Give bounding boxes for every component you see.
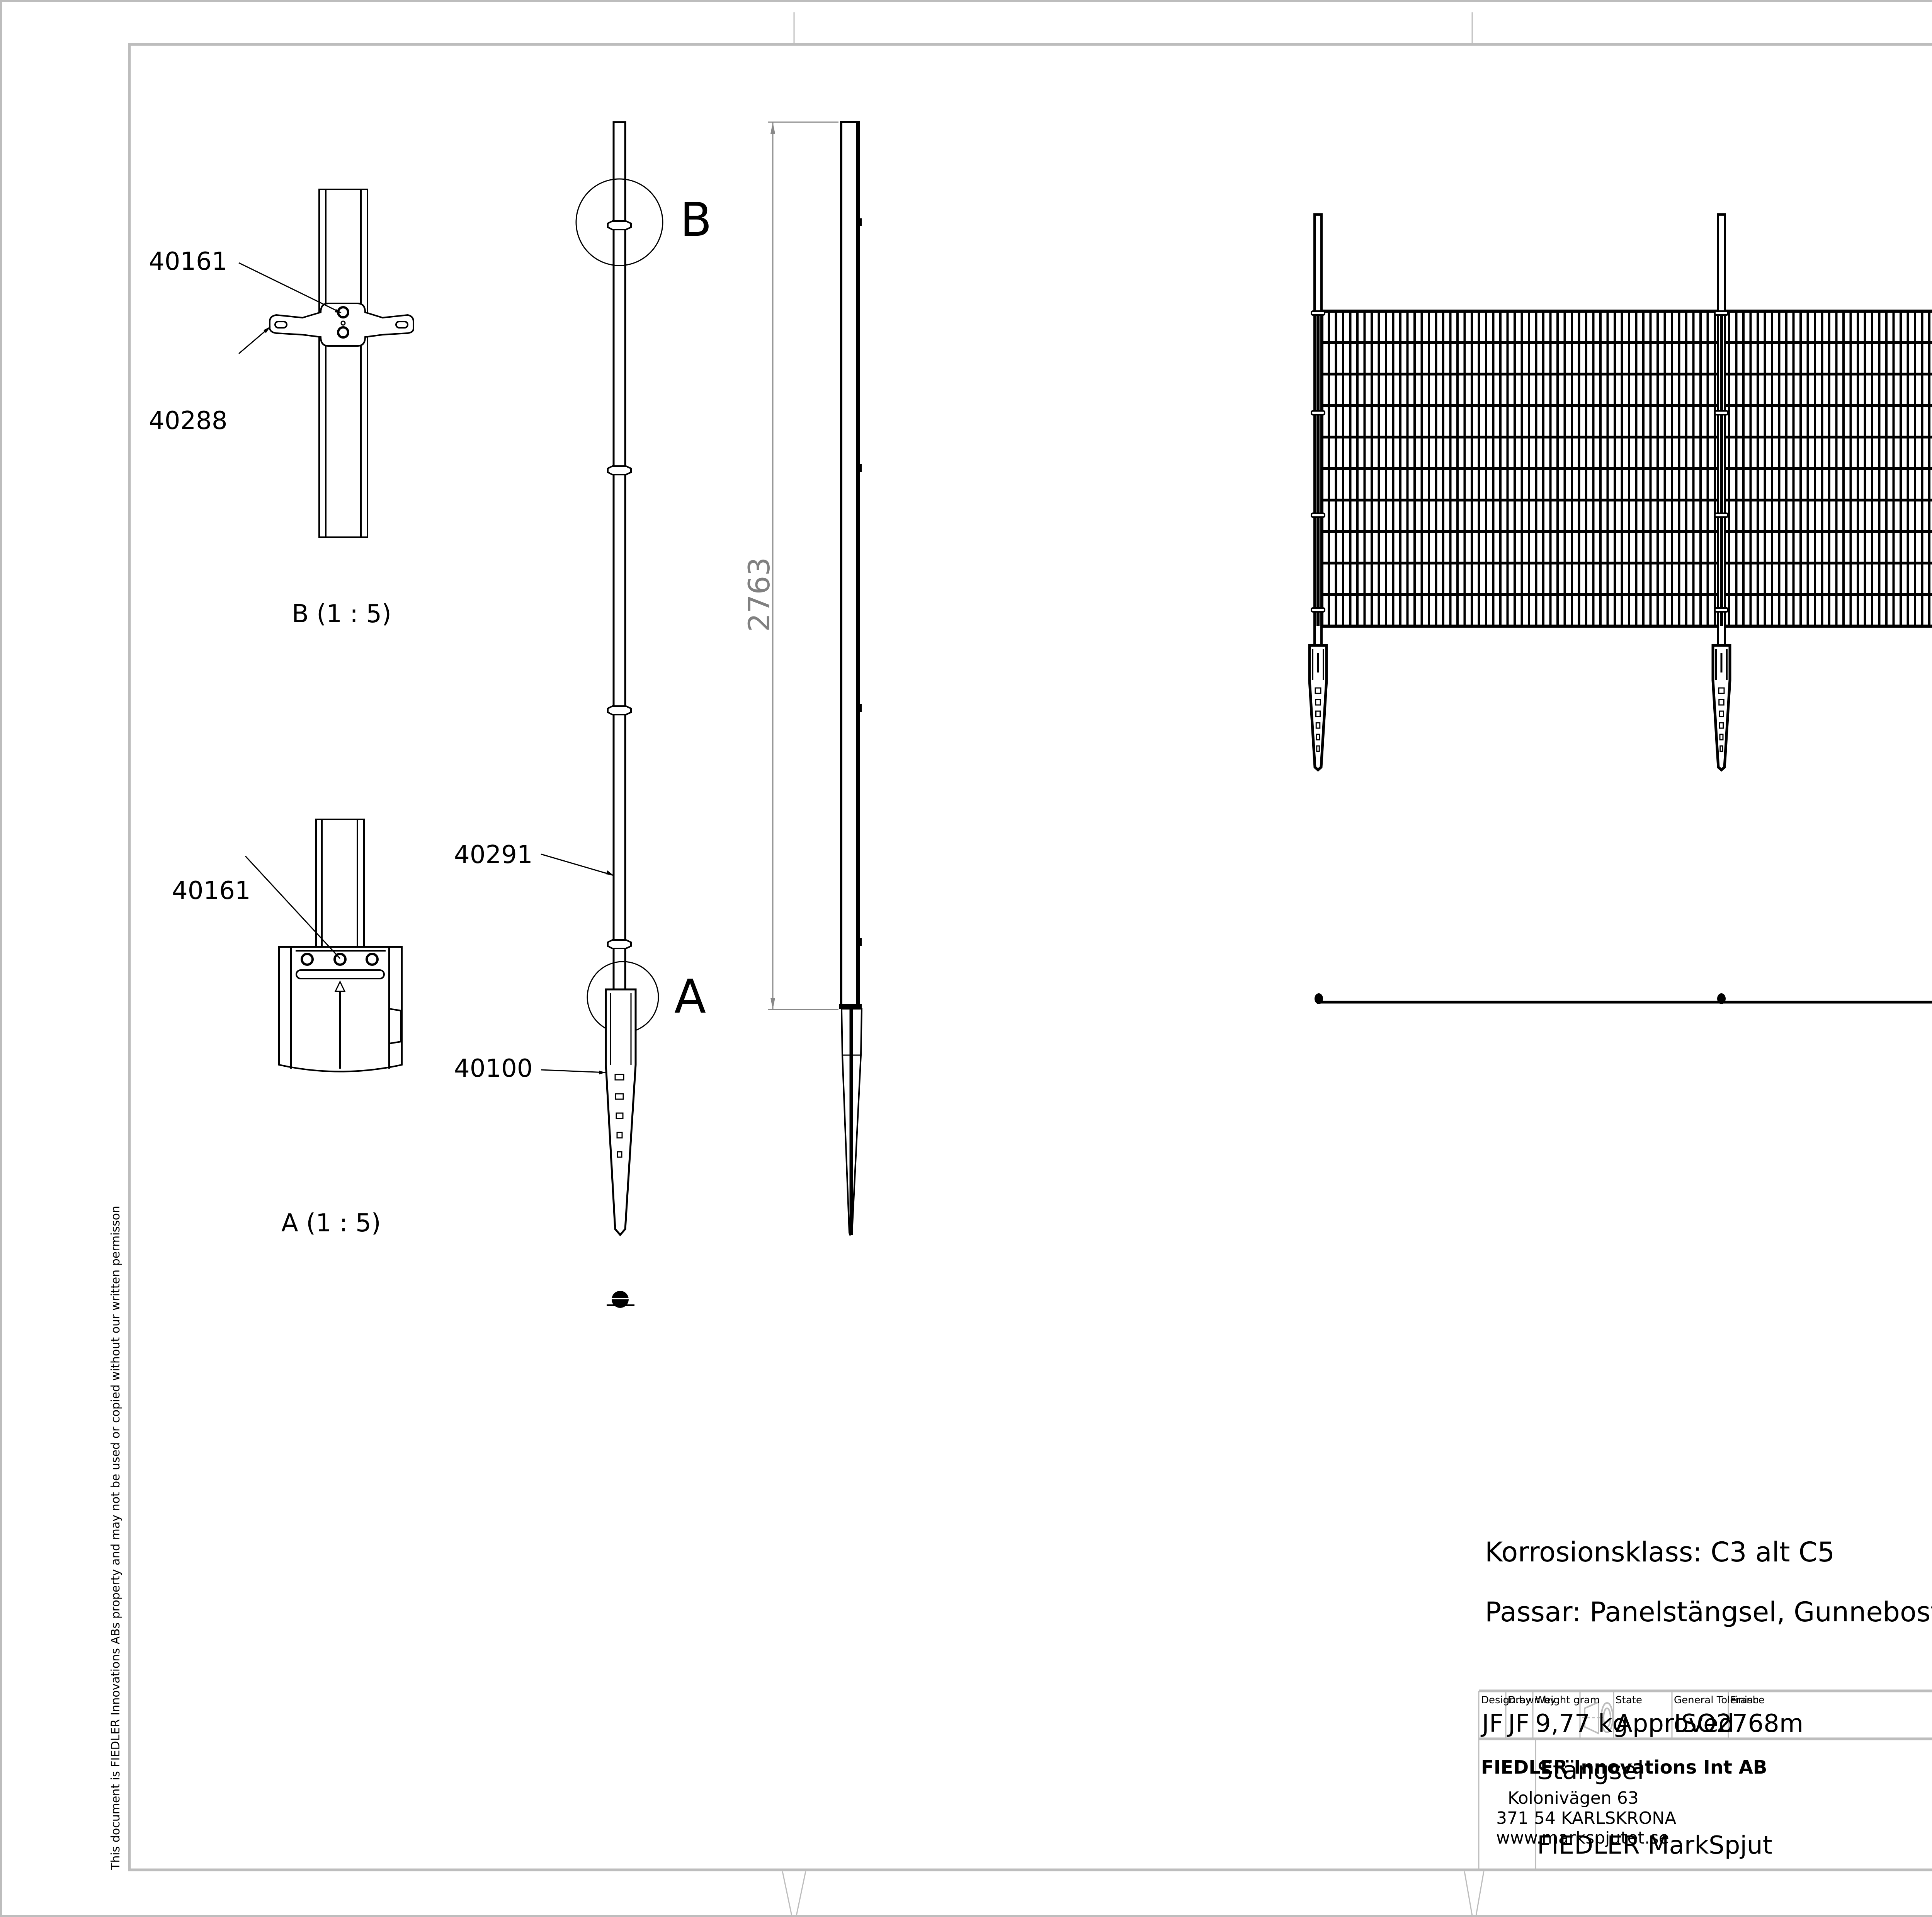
tolerance-label: General Tolerance (1674, 1694, 1765, 1706)
drawn-by-value: JF (1508, 1709, 1530, 1738)
note-corrosion-class: Korrosionsklass: C3 alt C5 (1485, 1536, 1835, 1568)
detail-b-caption: B (1 : 5) (292, 600, 391, 628)
company-name: FIEDLER Innovations Int AB (1481, 1757, 1767, 1778)
callout-40288: 40288 (149, 407, 228, 435)
title-block-grid (1478, 1689, 1932, 1870)
clip-bracket (607, 220, 632, 949)
drawn-by-label: Drawn.by (1508, 1694, 1556, 1706)
state-label: State (1616, 1694, 1642, 1706)
detail-a-view (245, 819, 403, 1073)
side-view-post (839, 121, 863, 1236)
callout-40100: 40100 (454, 1054, 533, 1083)
front-view-post (541, 121, 663, 1308)
design-by-label: Design.by (1481, 1694, 1531, 1706)
note-compatible-fences: Passar: Panelstängsel, Gunnebostängsel o… (1485, 1596, 1932, 1628)
drawing-subtitle: FIEDLER MarkSpjut (1537, 1831, 1772, 1860)
detail-b-view (238, 189, 414, 538)
callout-40161-a: 40161 (172, 877, 251, 905)
company-website[interactable]: www.markspjutet.se (1496, 1828, 1669, 1848)
state-value: Approved (1616, 1709, 1734, 1738)
design-by-value: JF (1482, 1709, 1503, 1738)
company-address-2: 371 54 KARLSKRONA (1496, 1808, 1677, 1828)
detail-circle-label-a: A (674, 970, 706, 1024)
callout-40291: 40291 (454, 841, 533, 869)
company-address-1: Kolonivägen 63 (1508, 1788, 1639, 1808)
copyright-note: This document is FIEDLER Innovations ABs… (109, 1205, 122, 1870)
drawing-title: Stängsel (1537, 1757, 1644, 1785)
detail-a-caption: A (1 : 5) (281, 1209, 381, 1238)
weight-label: Weight gram (1535, 1694, 1600, 1706)
tolerance-value: ISO2768m (1674, 1709, 1804, 1738)
height-dimension (768, 121, 838, 1010)
callout-40161-b: 40161 (149, 247, 228, 276)
third-angle-projection-icon (1582, 1701, 1614, 1735)
height-dimension-value: 2763 (742, 557, 776, 632)
fence-elevation (1308, 213, 1932, 772)
fence-plan-view (1315, 993, 1932, 1004)
finish-label: Finish (1730, 1694, 1759, 1706)
weight-value: 9,77 kg (1535, 1709, 1628, 1738)
detail-circle-label-b: B (680, 193, 712, 247)
